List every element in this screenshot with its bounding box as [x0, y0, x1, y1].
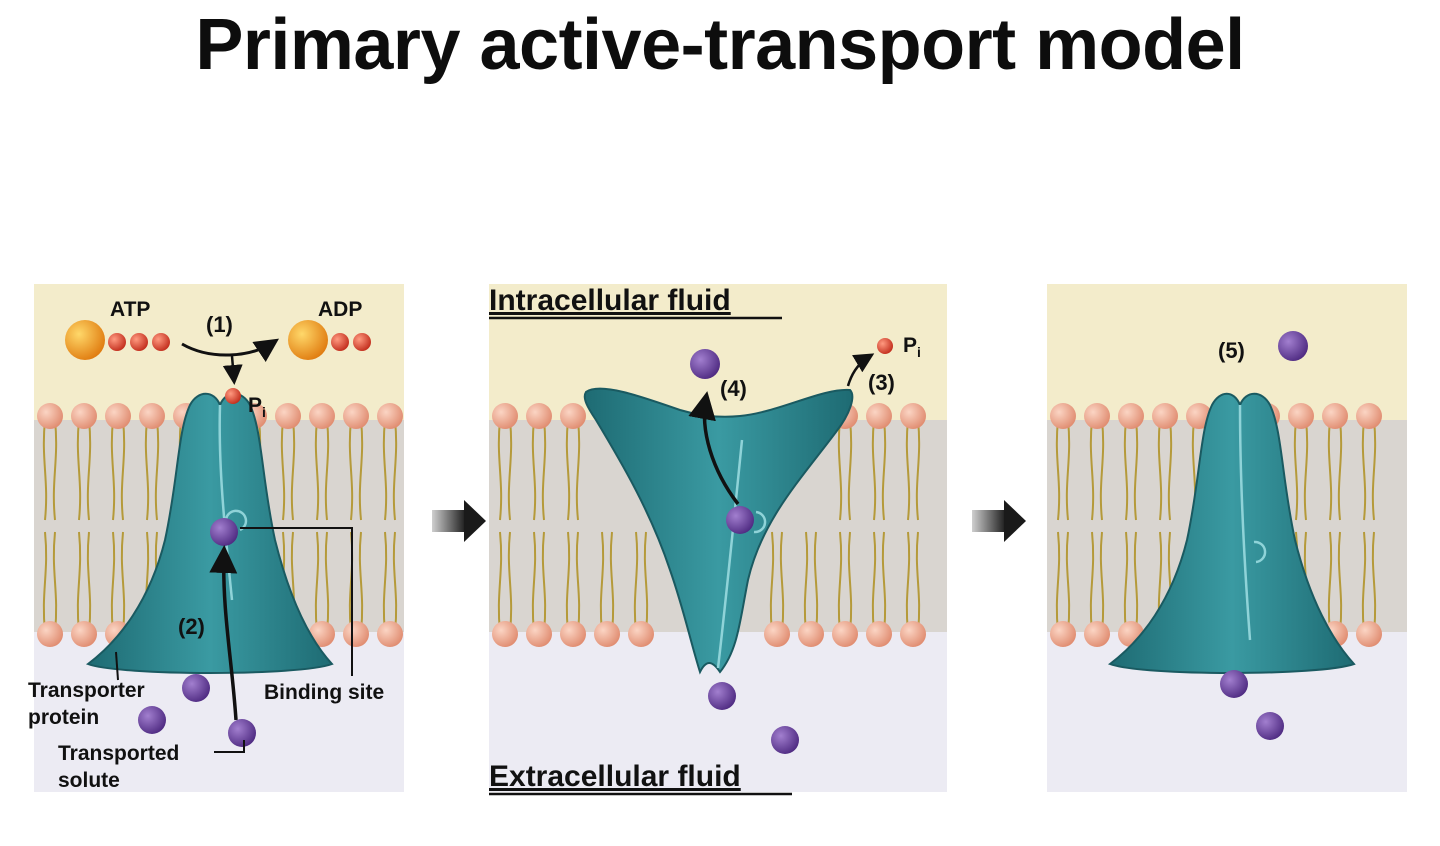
pi-label-1: Pi	[248, 394, 266, 420]
bound-solute-1	[210, 518, 238, 546]
adp-phosphate	[331, 333, 349, 351]
lipid-head	[492, 621, 518, 647]
lipid-head	[37, 621, 63, 647]
atp-phosphate	[152, 333, 170, 351]
lipid-head	[832, 621, 858, 647]
transporter-protein-3	[1107, 392, 1356, 674]
lipid-head	[1050, 621, 1076, 647]
phosphate-pi-1	[225, 388, 241, 404]
step-arrow-1	[432, 500, 486, 542]
lipid-head	[37, 403, 63, 429]
lipid-head	[900, 403, 926, 429]
lipid-head	[1288, 403, 1314, 429]
lipid-head	[1322, 403, 1348, 429]
lipid-head	[377, 621, 403, 647]
binding-site-label: Binding site	[264, 681, 384, 704]
lipid-head	[71, 403, 97, 429]
step-4-label: (4)	[720, 376, 747, 401]
panel-2	[583, 338, 893, 754]
lipid-head	[866, 621, 892, 647]
panel-1	[65, 320, 371, 753]
step-1-label: (1)	[206, 312, 233, 337]
lipid-head	[343, 403, 369, 429]
lipid-head	[309, 403, 335, 429]
intracellular-label: Intracellular fluid	[489, 284, 731, 317]
lipid-head	[377, 403, 403, 429]
lipid-head	[1050, 403, 1076, 429]
step-arrow-2	[972, 500, 1026, 542]
step-3-label: (3)	[868, 370, 895, 395]
solute-label-line1: Transported	[58, 742, 179, 765]
pi-release-arrow	[846, 353, 875, 387]
pi-label-2: Pi	[903, 334, 921, 360]
released-solute	[690, 349, 720, 379]
solute	[138, 706, 166, 734]
lipid-head	[105, 403, 131, 429]
atp-phosphate	[130, 333, 148, 351]
lipid-head	[560, 403, 586, 429]
transporter-label-line1: Transporter	[28, 679, 145, 702]
adp-phosphate	[353, 333, 371, 351]
lipid-head	[343, 621, 369, 647]
step-2-label: (2)	[178, 614, 205, 639]
lipid-head	[1152, 403, 1178, 429]
lipid-head	[139, 403, 165, 429]
lipid-head	[1084, 403, 1110, 429]
reaction-arrow	[181, 338, 279, 362]
solute	[708, 682, 736, 710]
transporter-protein-2	[583, 387, 854, 675]
solute	[228, 719, 256, 747]
transporter-label-line2: protein	[28, 706, 99, 729]
adp-adenosine	[288, 320, 328, 360]
bound-solute-2	[726, 506, 754, 534]
atp-label: ATP	[110, 298, 150, 321]
lipid-head	[866, 403, 892, 429]
lipid-head	[275, 403, 301, 429]
solute	[771, 726, 799, 754]
intracellular-region	[489, 284, 947, 420]
solute-label-line2: solute	[58, 769, 120, 792]
release-arrow	[688, 391, 740, 506]
lipid-head	[764, 621, 790, 647]
lipid-head	[1118, 403, 1144, 429]
lipid-head	[1356, 621, 1382, 647]
lipid-head	[798, 621, 824, 647]
lipid-head	[628, 621, 654, 647]
atp-phosphate	[108, 333, 126, 351]
lipid-head	[1084, 621, 1110, 647]
lipid-head	[526, 403, 552, 429]
released-solute	[1278, 331, 1308, 361]
panel-3	[1107, 331, 1356, 740]
phosphate-pi-2	[877, 338, 893, 354]
lipid-head	[594, 621, 620, 647]
lipid-head	[560, 621, 586, 647]
atp-adenosine	[65, 320, 105, 360]
lipid-head	[526, 621, 552, 647]
lipid-head	[492, 403, 518, 429]
step-5-label: (5)	[1218, 338, 1245, 363]
solute	[1256, 712, 1284, 740]
lipid-head	[900, 621, 926, 647]
solute	[1220, 670, 1248, 698]
solute	[182, 674, 210, 702]
transporter-protein-1	[85, 392, 334, 674]
adp-label: ADP	[318, 298, 362, 321]
lipid-head	[1356, 403, 1382, 429]
lipid-head	[71, 621, 97, 647]
solute-path-arrow	[209, 545, 238, 721]
extracellular-label: Extracellular fluid	[489, 760, 741, 793]
page-title: Primary active-transport model	[195, 5, 1245, 85]
